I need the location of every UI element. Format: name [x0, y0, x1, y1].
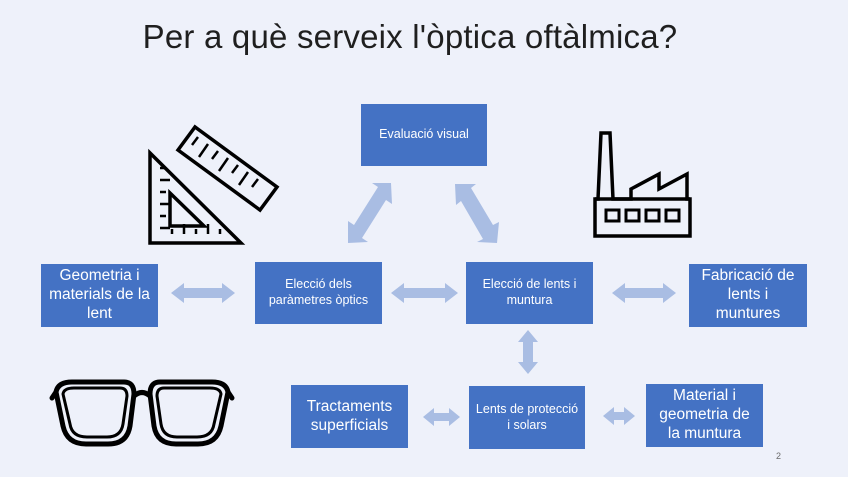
node-evaluacio-visual: Evaluació visual — [361, 104, 487, 166]
node-material-muntura: Material i geometria de la muntura — [646, 384, 763, 447]
node-eleccio-parametres: Elecció dels paràmetres òptics — [255, 262, 382, 324]
arrow-parametres-lents — [391, 283, 458, 303]
arrow-geometria-parametres — [171, 283, 235, 303]
page-number: 2 — [776, 451, 782, 461]
glasses-icon — [49, 379, 235, 447]
node-geometria-lent: Geometria i materials de la lent — [41, 264, 158, 327]
arrow-lents-proteccio — [518, 330, 538, 374]
arrow-evaluacio-lents — [455, 184, 499, 243]
slide-title: Per a què serveix l'òptica oftàlmica? — [142, 18, 678, 55]
node-lents-proteccio: Lents de protecció i solars — [469, 386, 585, 449]
node-eleccio-lents-muntura: Elecció de lents i muntura — [466, 262, 593, 324]
factory-icon — [593, 131, 692, 238]
ruler-triangle-icon — [148, 124, 280, 245]
node-fabricacio: Fabricació de lents i muntures — [689, 264, 807, 327]
arrow-evaluacio-parametres — [348, 183, 392, 243]
arrow-tractaments-proteccio — [423, 408, 460, 426]
node-tractaments: Tractaments superficials — [291, 385, 408, 448]
arrow-proteccio-material — [603, 407, 635, 425]
arrow-lents-fabricacio — [612, 283, 676, 303]
